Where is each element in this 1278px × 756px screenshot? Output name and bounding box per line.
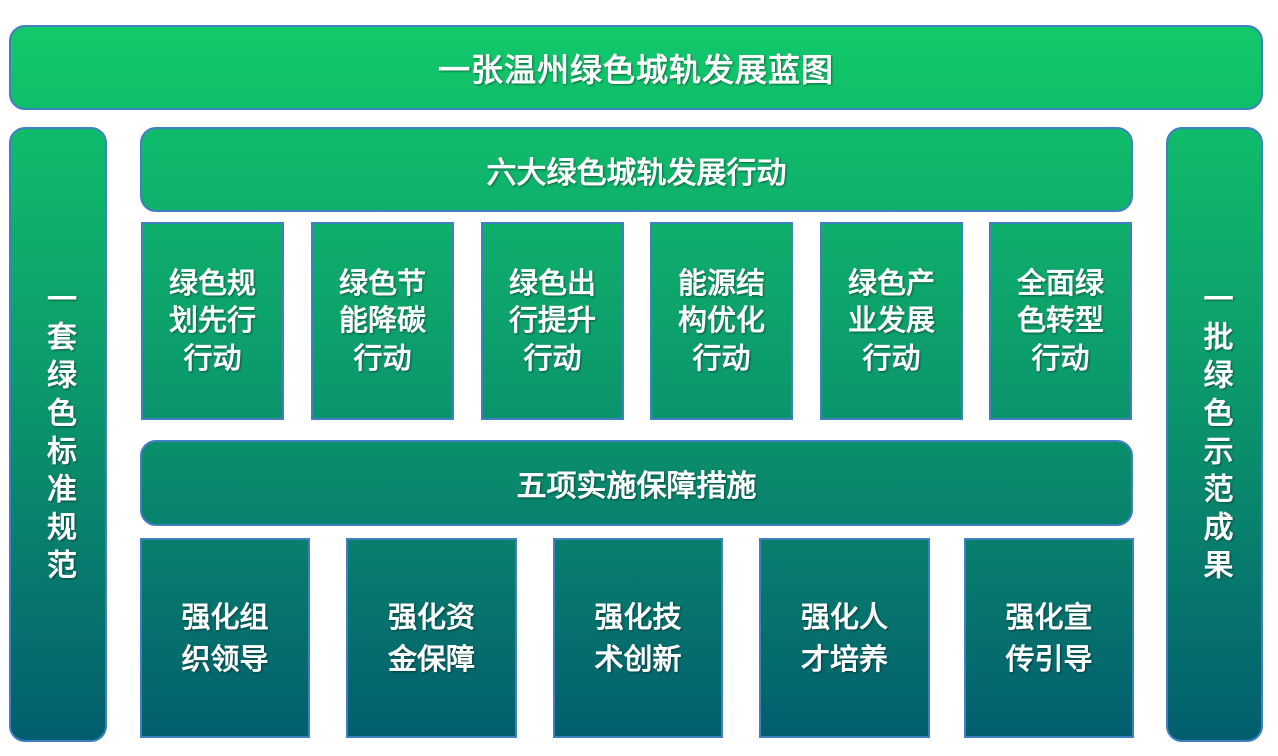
guarantee-label: 强化组织领导: [181, 599, 269, 676]
action-label: 绿色节能降碳行动: [338, 266, 426, 375]
action-box: 绿色节能降碳行动: [311, 222, 454, 420]
actions-header-bar: 六大绿色城轨发展行动: [140, 127, 1133, 212]
guarantee-box: 强化宣传引导: [964, 538, 1134, 738]
actions-header: 六大绿色城轨发展行动: [486, 155, 787, 191]
action-label: 绿色出行提升行动: [508, 266, 596, 375]
guarantee-label: 强化技术创新: [594, 599, 682, 676]
right-column-label: 一批绿色示范成果: [1197, 282, 1233, 587]
guarantees-header-bar: 五项实施保障措施: [140, 440, 1133, 526]
guarantee-label: 强化资金保障: [387, 599, 475, 676]
right-column-demonstrations: 一批绿色示范成果: [1166, 127, 1263, 742]
blueprint-title: 一张温州绿色城轨发展蓝图: [437, 50, 834, 89]
action-label: 全面绿色转型行动: [1016, 266, 1104, 375]
guarantee-label: 强化宣传引导: [1005, 599, 1093, 676]
guarantee-box: 强化人才培养: [759, 538, 930, 738]
action-box: 绿色出行提升行动: [481, 222, 624, 420]
action-box: 能源结构优化行动: [650, 222, 793, 420]
action-box: 绿色规划先行行动: [141, 222, 284, 420]
guarantees-header: 五项实施保障措施: [516, 469, 757, 504]
left-column-standards: 一套绿色标准规范: [9, 127, 107, 742]
action-label: 绿色产业发展行动: [847, 266, 935, 375]
guarantee-box: 强化技术创新: [553, 538, 723, 738]
action-box: 绿色产业发展行动: [820, 222, 963, 420]
action-label: 能源结构优化行动: [677, 266, 765, 375]
action-label: 绿色规划先行行动: [168, 266, 256, 375]
blueprint-title-bar: 一张温州绿色城轨发展蓝图: [9, 25, 1263, 110]
guarantee-box: 强化资金保障: [346, 538, 517, 738]
left-column-label: 一套绿色标准规范: [41, 282, 76, 587]
guarantee-box: 强化组织领导: [140, 538, 310, 738]
action-box: 全面绿色转型行动: [989, 222, 1132, 420]
guarantee-label: 强化人才培养: [800, 599, 888, 676]
